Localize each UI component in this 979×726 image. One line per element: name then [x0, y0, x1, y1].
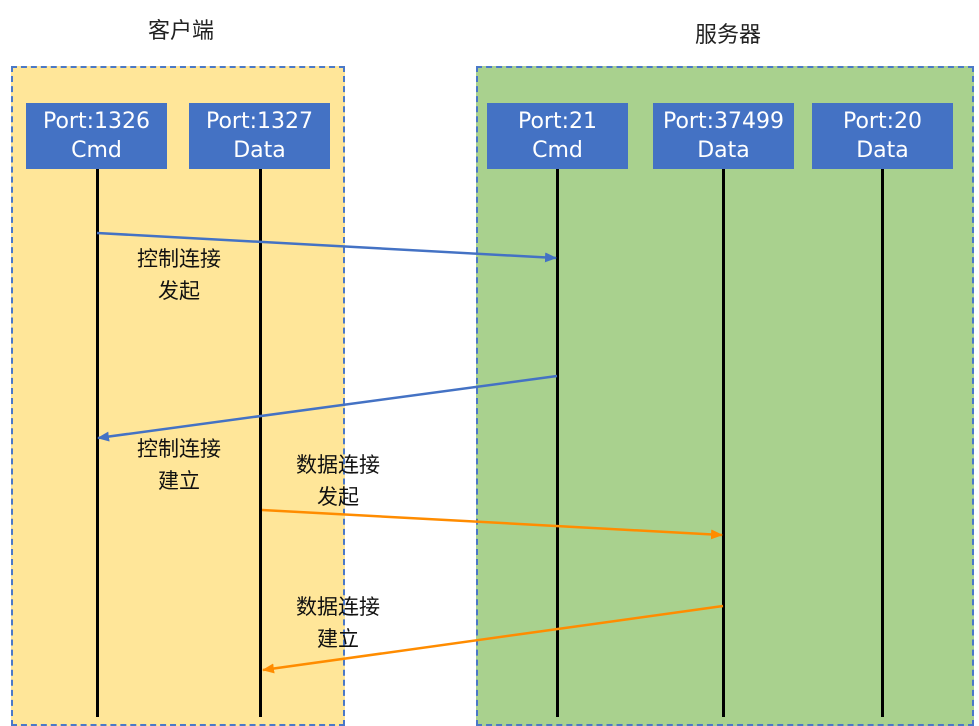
label-line: 控制连接	[137, 247, 221, 271]
client-zone-title: 客户端	[147, 19, 214, 44]
server-zone	[476, 66, 974, 726]
port-kind: Data	[233, 138, 286, 163]
label-line: 数据连接	[296, 595, 380, 619]
data-established-arrow	[262, 604, 724, 674]
server-cmd-port-box: Port:21 Cmd	[487, 103, 628, 169]
data-connect-label: 数据连接 发起	[268, 449, 408, 513]
port-number: Port:1326	[42, 109, 150, 134]
server-zone-title: 服务器	[694, 23, 761, 48]
label-line: 发起	[317, 485, 359, 509]
control-connect-label: 控制连接 发起	[109, 243, 249, 307]
label-line: 建立	[158, 469, 200, 493]
label-line: 建立	[317, 627, 359, 651]
port-kind: Cmd	[532, 138, 583, 163]
label-line: 发起	[158, 279, 200, 303]
client-data-lifeline	[259, 168, 262, 717]
server-data-37499-lifeline	[722, 168, 725, 717]
port-number: Port:20	[842, 109, 923, 134]
port-kind: Cmd	[71, 138, 122, 163]
client-cmd-port-box: Port:1326 Cmd	[26, 103, 167, 169]
server-data-20-port-box: Port:20 Data	[812, 103, 953, 169]
server-data-20-lifeline	[881, 168, 884, 717]
port-number: Port:1327	[205, 109, 313, 134]
control-established-label: 控制连接 建立	[109, 433, 249, 497]
port-kind: Data	[856, 138, 909, 163]
data-established-label: 数据连接 建立	[268, 591, 408, 655]
control-connect-arrow	[96, 231, 557, 263]
server-data-37499-port-box: Port:37499 Data	[653, 103, 794, 169]
client-zone	[11, 66, 345, 726]
port-number: Port:21	[517, 109, 598, 134]
client-data-port-box: Port:1327 Data	[189, 103, 330, 169]
port-kind: Data	[697, 138, 750, 163]
port-number: Port:37499	[662, 109, 784, 134]
server-cmd-lifeline	[556, 168, 559, 717]
client-cmd-lifeline	[96, 168, 99, 717]
data-connect-arrow	[261, 508, 723, 540]
control-established-arrow	[97, 374, 558, 442]
label-line: 数据连接	[296, 453, 380, 477]
label-line: 控制连接	[137, 437, 221, 461]
